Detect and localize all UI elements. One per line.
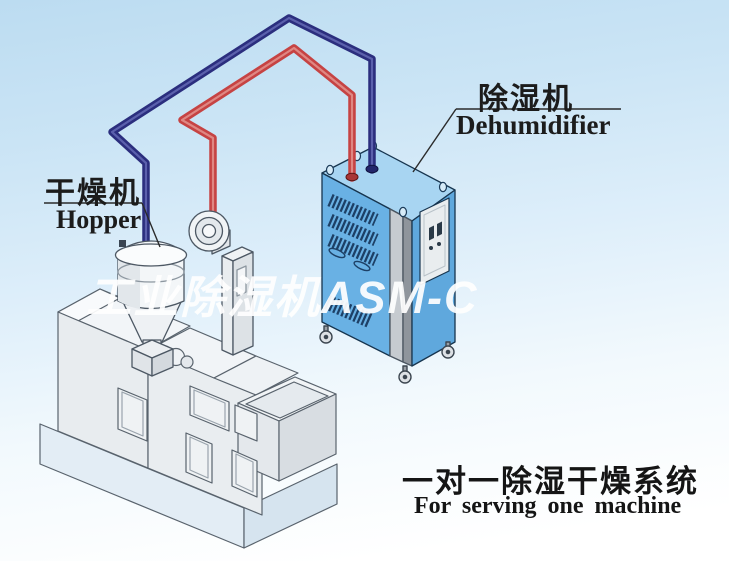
pipe-socket-red bbox=[345, 172, 359, 182]
hopper-label-en: Hopper bbox=[56, 205, 142, 234]
lid-clamp bbox=[119, 240, 126, 247]
cabinet-control-panel bbox=[419, 197, 450, 286]
hopper-cylinder-shade bbox=[118, 258, 140, 309]
hopper-leader-line bbox=[141, 202, 161, 248]
extruder-machine bbox=[39, 288, 338, 549]
cabinet-vent-grilles bbox=[324, 194, 379, 328]
machine-lid-rim bbox=[245, 381, 329, 419]
dehumidifier-leader-line bbox=[412, 108, 457, 173]
watermark-text: 工业除湿机ASM-C bbox=[86, 272, 479, 323]
hopper-label-zh: 干燥机 bbox=[45, 177, 141, 210]
drying-blower bbox=[188, 210, 230, 252]
cabinet-handle bbox=[353, 260, 371, 272]
caption-zh: 一对一除湿干燥系统 bbox=[402, 464, 699, 499]
hopper-lid bbox=[114, 243, 188, 267]
caster-wheels bbox=[319, 325, 455, 384]
dehumidifier-cabinet bbox=[319, 140, 456, 384]
panel-display bbox=[437, 221, 442, 237]
column-slot bbox=[236, 265, 247, 297]
machine-door-windows bbox=[117, 385, 258, 498]
machine-lid-side bbox=[278, 393, 337, 482]
caption-en: For serving one machine bbox=[414, 493, 682, 519]
panel-button bbox=[437, 242, 441, 246]
hopper-flange bbox=[131, 339, 174, 377]
machine-right-top bbox=[213, 355, 299, 396]
cabinet-handle bbox=[328, 247, 346, 259]
hopper-support-column bbox=[221, 246, 254, 356]
pipe-socket-blue bbox=[365, 164, 379, 174]
panel-display bbox=[429, 225, 434, 241]
panel-button bbox=[429, 246, 433, 250]
hopper-dryer bbox=[114, 210, 254, 377]
barrel-coupling-disc bbox=[180, 355, 194, 369]
dehumidifier-label-en: Dehumidifier bbox=[456, 110, 611, 140]
return-air-pipe-highlight bbox=[110, 16, 374, 256]
dehumidifier-label-zh: 除湿机 bbox=[478, 83, 574, 116]
machine-base-end bbox=[243, 463, 338, 549]
leader-lines bbox=[44, 108, 621, 248]
